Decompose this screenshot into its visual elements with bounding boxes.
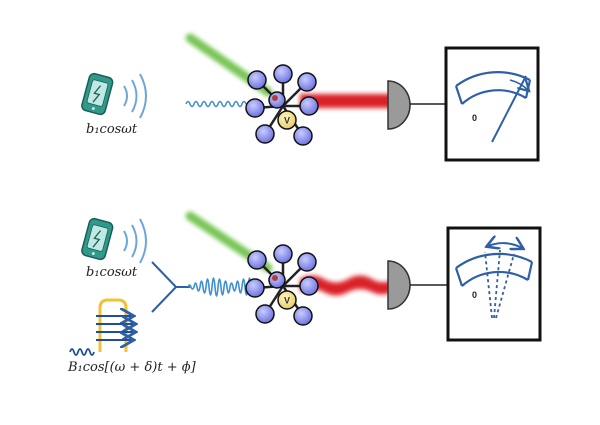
signal-label-bottom: b₁cosωt xyxy=(86,265,138,280)
phone-icon xyxy=(81,72,114,116)
signal-waves-icon xyxy=(123,218,147,264)
vacancy-label-bottom: V xyxy=(284,296,290,306)
photodetector-bottom xyxy=(387,260,411,310)
meter-dial-top xyxy=(454,71,532,143)
bottom-panel: V xyxy=(69,211,542,356)
top-panel: V xyxy=(81,33,540,162)
photodetector-top xyxy=(387,80,411,130)
signal-waves-icon xyxy=(123,73,147,119)
meter-box-top xyxy=(444,46,540,162)
vacancy-label-top: V xyxy=(284,116,290,126)
phone-icon xyxy=(81,217,114,261)
meter-zero-top: 0 xyxy=(472,113,478,123)
meter-dial-bottom xyxy=(454,243,534,319)
nv-center-top: V xyxy=(245,64,319,146)
microwave-signal-top xyxy=(185,100,247,108)
nv-center-bottom: V xyxy=(245,244,319,326)
reference-label: B₁cos[(ω + δ)t + ϕ] xyxy=(68,360,196,375)
red-laser-bottom xyxy=(300,275,392,296)
red-laser-top xyxy=(300,94,392,108)
reference-field-icon xyxy=(69,298,134,356)
meter-zero-bottom: 0 xyxy=(472,290,478,300)
microwave-signal-bottom xyxy=(187,277,258,297)
signal-combiner xyxy=(151,261,190,313)
signal-label-top: b₁cosωt xyxy=(86,122,138,137)
